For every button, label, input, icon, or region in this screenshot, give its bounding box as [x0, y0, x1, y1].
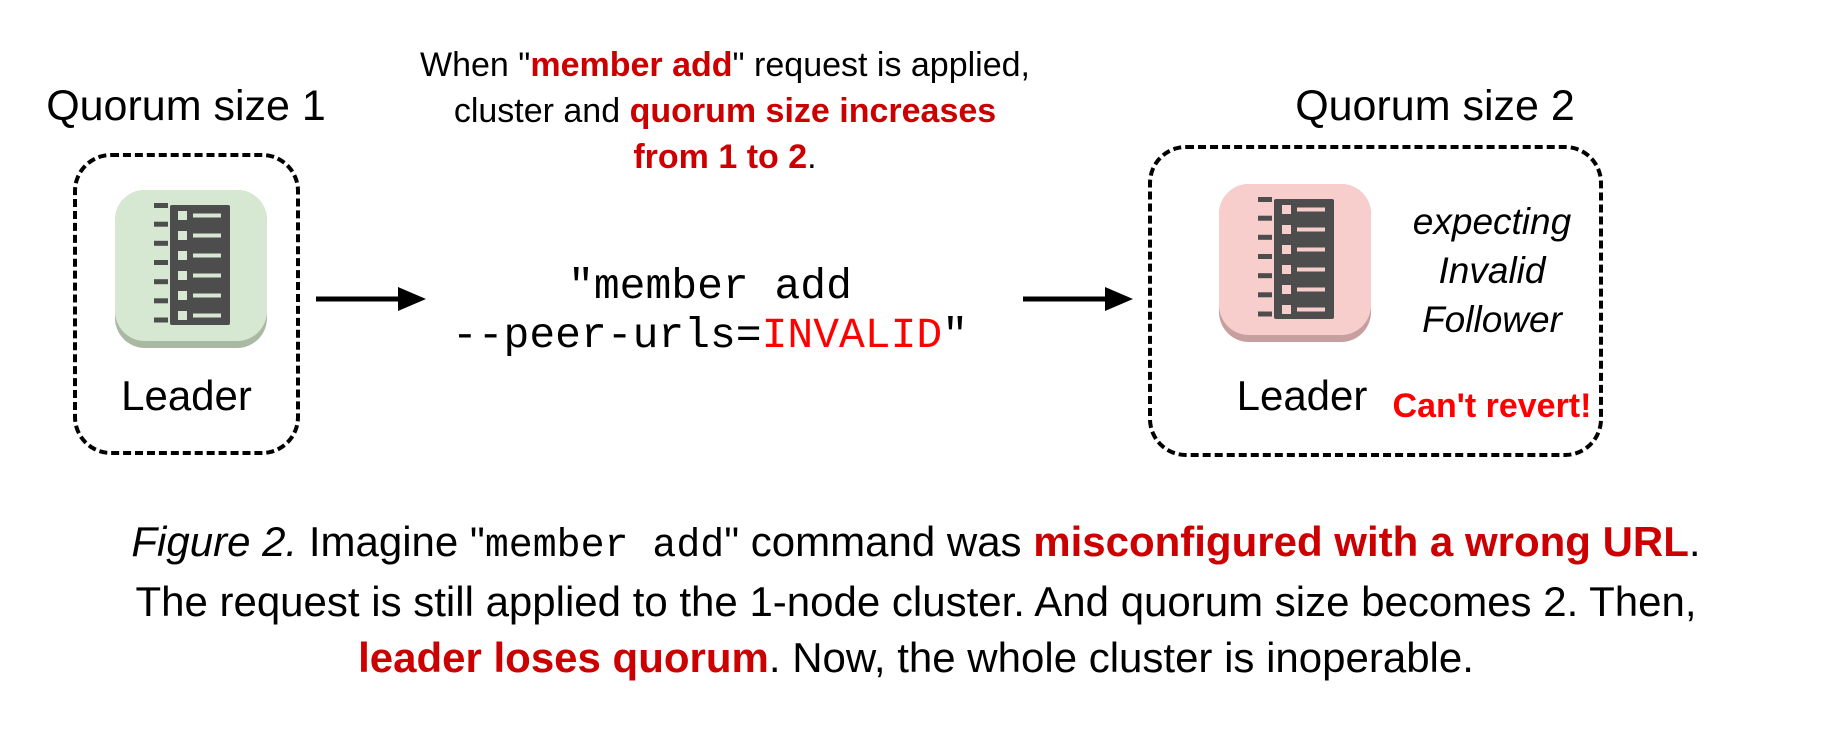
cant-revert-warning: Can't revert! — [1392, 387, 1592, 425]
leader-node-face — [115, 190, 267, 341]
member-add-note: When "member add" request is applied, cl… — [370, 42, 1080, 180]
caption-line-3: leader loses quorum. Now, the whole clus… — [358, 634, 1474, 681]
arrow-right-icon — [1023, 287, 1133, 311]
log-journal-icon — [1258, 197, 1334, 319]
quorum-size-2-heading: Quorum size 2 — [1295, 82, 1575, 130]
leader-label-right: Leader — [1236, 372, 1368, 419]
expecting-line-3: Follower — [1422, 299, 1562, 340]
leader-node-pink — [1219, 184, 1371, 342]
command-line-2: --peer-urls=INVALID" — [451, 311, 969, 360]
figure-caption: Figure 2. Imagine "member add" command w… — [0, 514, 1832, 686]
leader-node-face — [1219, 184, 1371, 335]
caption-line-2: The request is still applied to the 1-no… — [135, 578, 1697, 625]
arrow-right-icon — [316, 287, 426, 311]
note-line-3: from 1 to 2. — [633, 138, 817, 176]
invalid-url-text: INVALID — [761, 311, 943, 360]
log-journal-icon — [154, 203, 230, 325]
note-line-2: cluster and quorum size increases — [453, 92, 997, 130]
expecting-line-2: Invalid — [1438, 250, 1546, 291]
note-line-1: When "member add" request is applied, — [420, 46, 1030, 84]
caption-line-1: Figure 2. Imagine "member add" command w… — [131, 518, 1701, 568]
command-line-1: "member add — [568, 262, 852, 311]
leader-label-left: Leader — [121, 372, 252, 419]
note-quorum-increase: quorum size increases — [629, 92, 997, 130]
caption-misconfigured: misconfigured with a wrong URL — [1033, 518, 1689, 565]
figure-number: Figure 2. — [131, 518, 298, 565]
expecting-invalid-follower-text: expecting Invalid Follower — [1382, 197, 1602, 344]
expecting-line-1: expecting — [1412, 201, 1572, 242]
member-add-command: "member add --peer-urls=INVALID" — [400, 262, 1020, 360]
note-member-add: member add — [530, 46, 733, 84]
caption-leader-loses-quorum: leader loses quorum — [358, 634, 769, 681]
quorum-size-1-heading: Quorum size 1 — [46, 82, 326, 130]
leader-node-green — [115, 190, 267, 348]
caption-member-add: member add — [484, 523, 725, 568]
cluster-box-after: Leader expecting Invalid Follower Can't … — [1148, 145, 1603, 457]
note-from-1-to-2: from 1 to 2 — [633, 138, 808, 176]
cluster-box-before: Leader — [73, 153, 300, 455]
